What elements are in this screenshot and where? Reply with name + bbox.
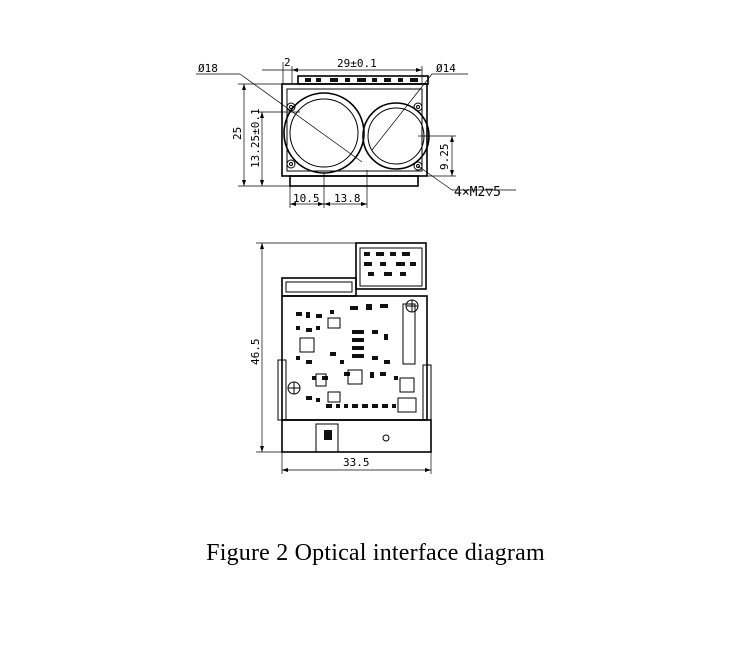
dim-10-5: 10.5 xyxy=(293,192,320,205)
bottom-bracket xyxy=(281,419,432,453)
housing-band xyxy=(281,277,357,297)
sensor-board xyxy=(355,242,427,290)
dim-2: 2 xyxy=(284,56,291,69)
ic-outlines xyxy=(299,317,417,413)
dim-phi14: Ø14 xyxy=(436,62,456,75)
dim-9-25: 9.25 xyxy=(438,144,451,171)
dim-13-25: 13.25±0.1 xyxy=(249,108,262,168)
top-view: 29±0.1 2 Ø18 Ø14 25 13.25±0.1 9.25 xyxy=(196,56,516,208)
pcb-screws xyxy=(287,299,419,395)
dim-33-5: 33.5 xyxy=(343,456,370,469)
dim-phi18: Ø18 xyxy=(198,62,218,75)
bottom-tab xyxy=(289,175,419,187)
screw-note: 4×M2▽5 xyxy=(454,185,501,200)
figure-caption: Figure 2 Optical interface diagram xyxy=(206,540,545,566)
optical-interface-drawing: 29±0.1 2 Ø18 Ø14 25 13.25±0.1 9.25 xyxy=(196,56,516,474)
bracket-slot xyxy=(315,423,339,453)
dim-29: 29±0.1 xyxy=(337,57,377,70)
dim-25: 25 xyxy=(231,127,244,140)
bottom-view: 46.5 33.5 xyxy=(249,242,432,474)
dim-13-8: 13.8 xyxy=(334,192,361,205)
lens-phi18 xyxy=(283,92,365,174)
side-connector xyxy=(402,303,416,365)
mounting-holes xyxy=(286,102,423,171)
dim-46-5: 46.5 xyxy=(249,339,262,366)
